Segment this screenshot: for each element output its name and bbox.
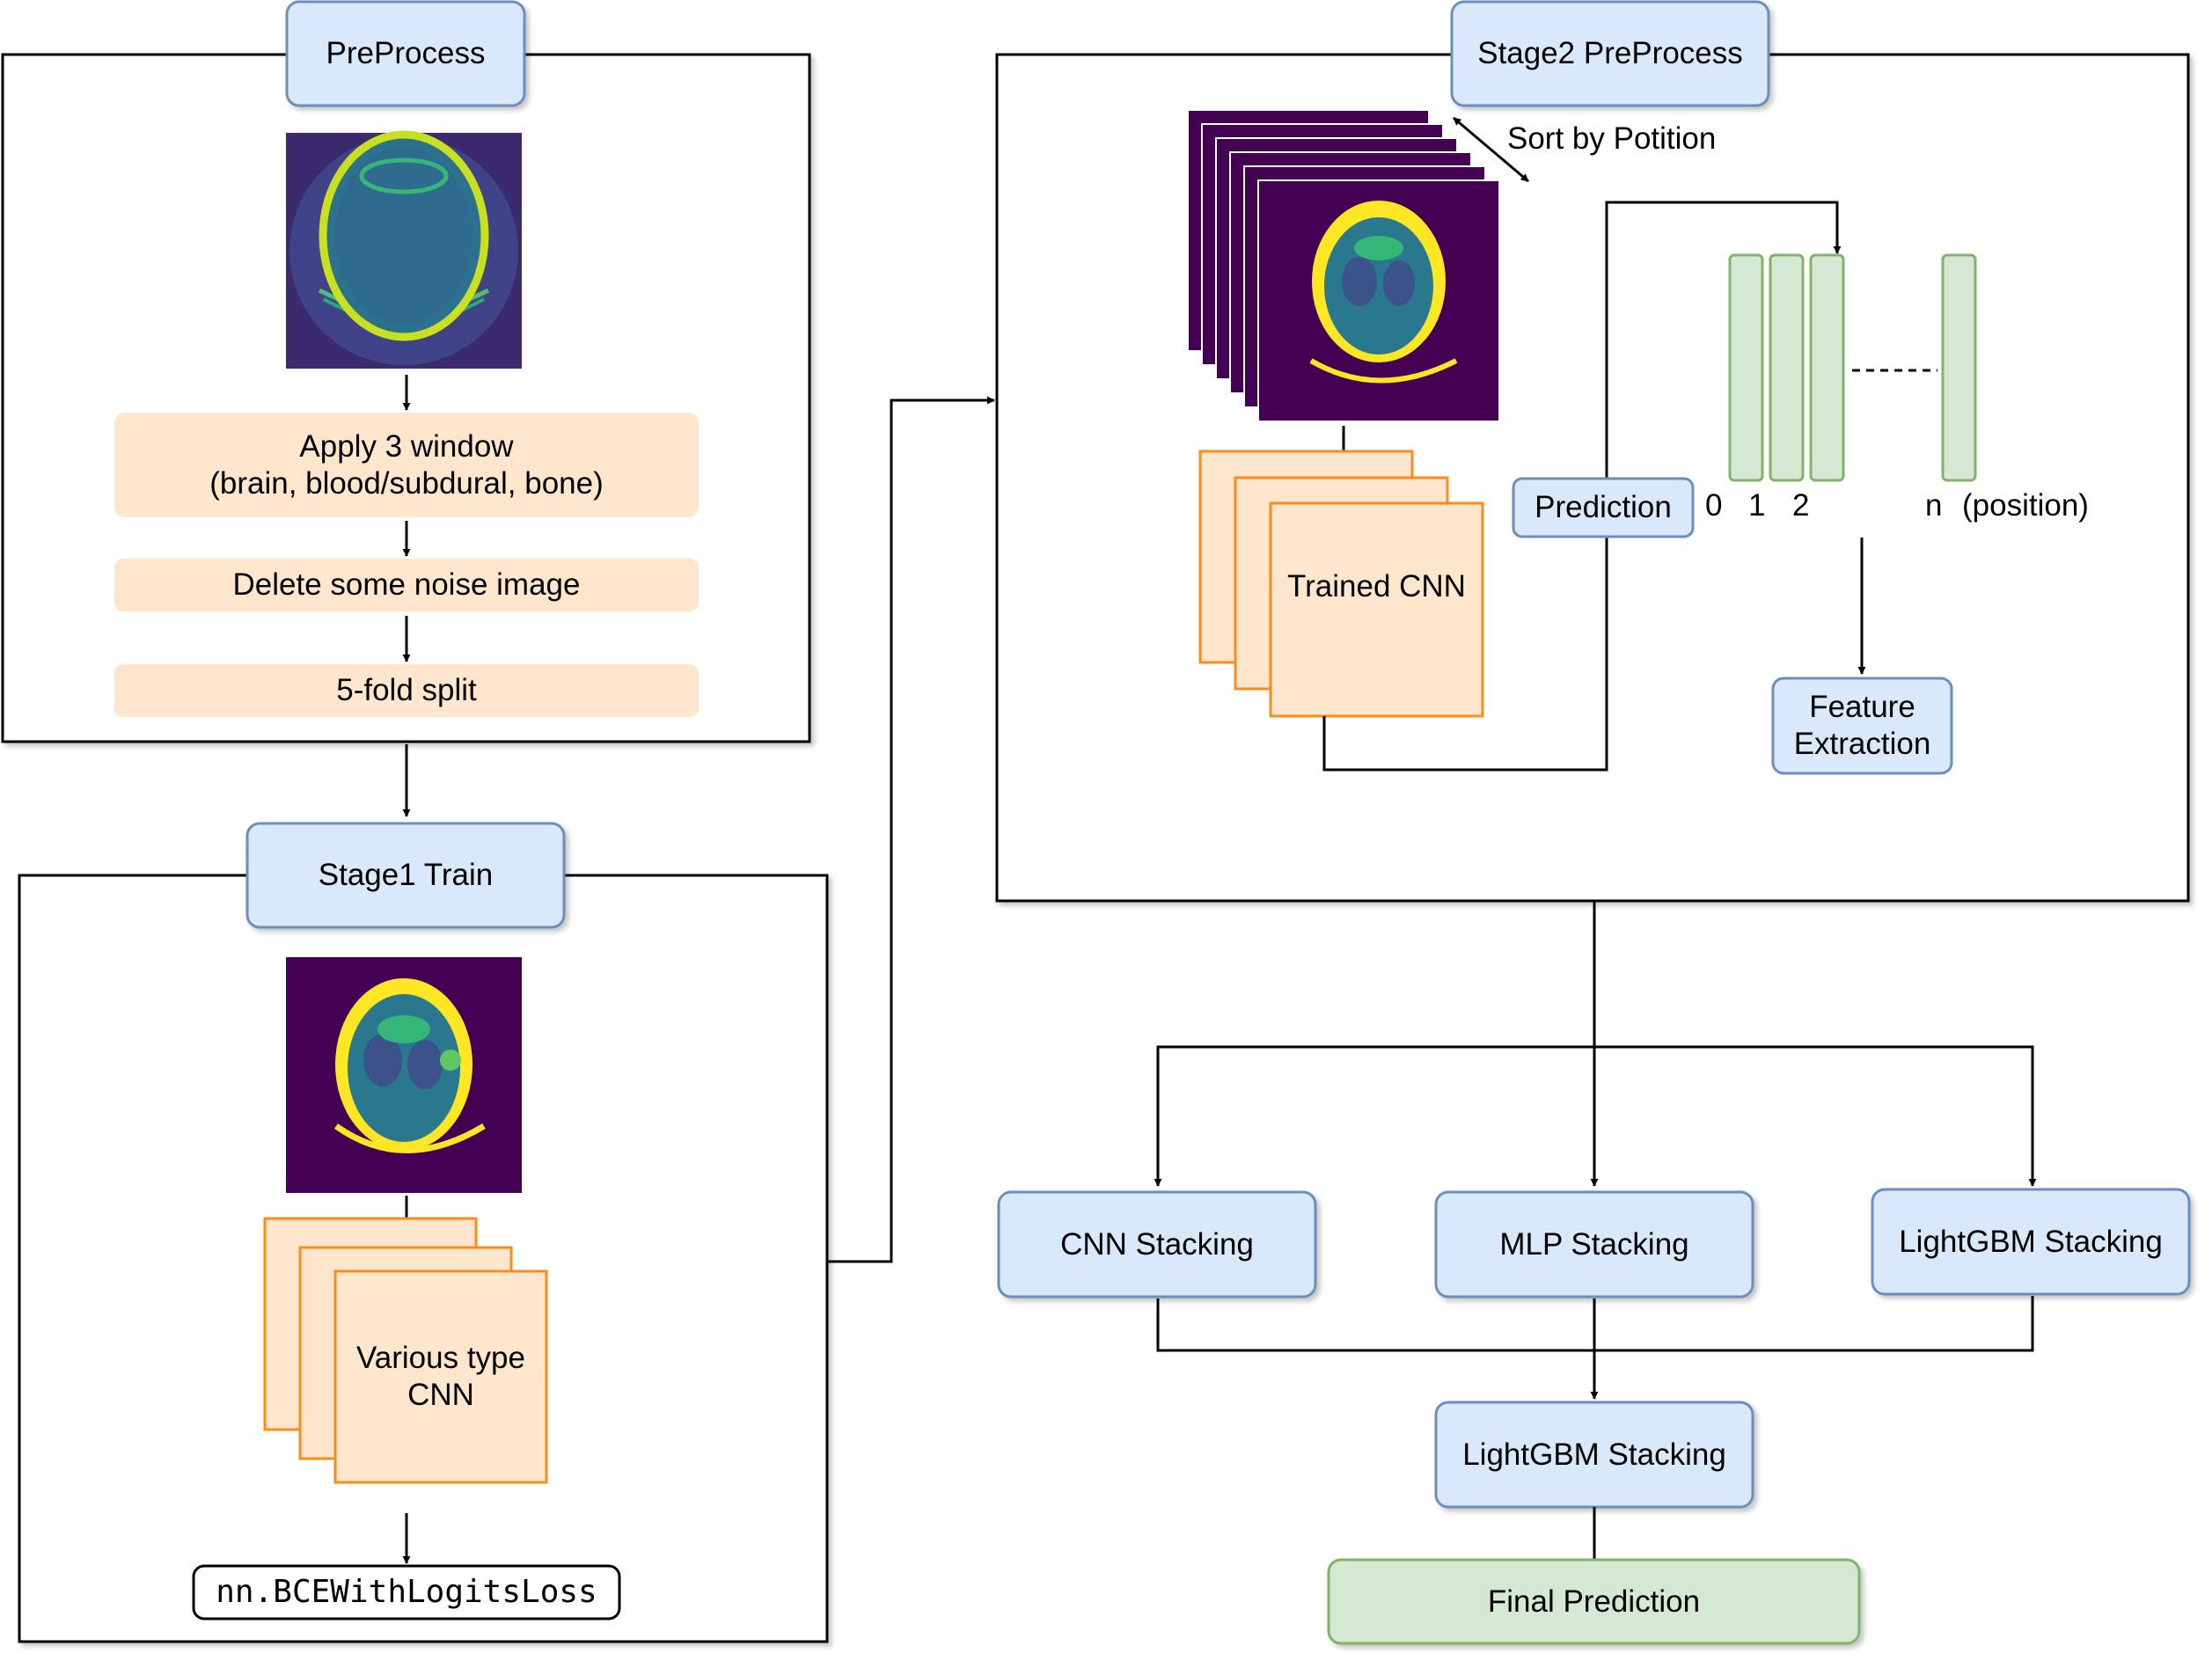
mlp-stacking-box <box>1434 1190 1754 1299</box>
various-cnn-line2: CNN <box>407 1378 474 1412</box>
final-prediction-label: Final Prediction <box>1487 1584 1701 1619</box>
arrow-stage1-to-stage2 <box>827 396 995 1263</box>
sequence-bar-2 <box>1809 253 1845 482</box>
trained-cnn-card-front <box>1269 501 1484 718</box>
preprocess-title: PreProcess <box>326 36 486 70</box>
lgbm-stacking-box <box>1871 1188 2191 1296</box>
arrow-to-lgbm-stacking <box>1594 1045 2037 1187</box>
sequence-bar-0 <box>1728 253 1764 482</box>
trained-cnn-label: Trained CNN <box>1287 569 1466 604</box>
position-2-label: 2 <box>1792 488 1810 523</box>
position-suffix-label: (position) <box>1962 488 2089 523</box>
step-apply-window-box <box>114 413 699 517</box>
cnn-card-front <box>333 1269 548 1484</box>
sort-double-arrow <box>1453 116 1529 183</box>
sequence-bar-1 <box>1769 253 1805 482</box>
position-n-label: n <box>1925 488 1943 523</box>
ct-scan-image-stage1 <box>286 957 522 1193</box>
step-apply-window-line1: Apply 3 window <box>299 428 514 464</box>
mlp-stacking-label: MLP Stacking <box>1499 1226 1689 1262</box>
preprocess-title-box <box>285 0 526 107</box>
step-delete-noise-box <box>114 559 699 611</box>
stage1-title-box <box>245 822 566 929</box>
various-cnn-line1: Various type <box>356 1341 525 1375</box>
ct-scan-image-preprocess <box>286 130 522 369</box>
prediction-box <box>1512 477 1695 538</box>
arrow-to-cnn-stacking <box>1154 1045 1594 1187</box>
stage2-title: Stage2 PreProcess <box>1477 36 1743 70</box>
feature-extraction-line1: Feature <box>1809 690 1915 724</box>
step-delete-noise: Delete some noise image <box>232 567 581 602</box>
various-cnn-label: Various type CNN <box>335 1271 546 1482</box>
cnn-stacking-label: CNN Stacking <box>1060 1226 1254 1262</box>
sort-by-position-label: Sort by Potition <box>1507 121 1717 156</box>
stacked-ct-slices <box>1187 109 1500 422</box>
stage1-title: Stage1 Train <box>318 858 494 892</box>
prediction-label: Prediction <box>1534 490 1672 524</box>
stage2-title-box <box>1450 0 1770 107</box>
step-fold-split: 5-fold split <box>336 673 477 707</box>
loss-function-label: nn.BCEWithLogitsLoss <box>216 1574 597 1610</box>
position-0-label: 0 <box>1705 488 1723 523</box>
step-fold-split-box <box>114 664 699 717</box>
feature-extraction-box <box>1771 677 1953 775</box>
final-lgbm-stacking-label: LightGBM Stacking <box>1462 1437 1726 1472</box>
feature-extraction-line2: Extraction <box>1793 727 1931 761</box>
sequence-bar-n <box>1941 253 1977 482</box>
loss-box <box>192 1564 621 1620</box>
step-apply-window: Apply 3 window (brain, blood/subdural, b… <box>114 413 699 517</box>
step-apply-window-line2: (brain, blood/subdural, bone) <box>209 465 604 501</box>
cnn-stacking-box <box>997 1190 1317 1299</box>
position-1-label: 1 <box>1748 488 1766 523</box>
lgbm-stacking-label: LightGBM Stacking <box>1899 1224 2163 1259</box>
feature-extraction-label: Feature Extraction <box>1773 678 1952 773</box>
final-prediction-box <box>1327 1558 1861 1645</box>
